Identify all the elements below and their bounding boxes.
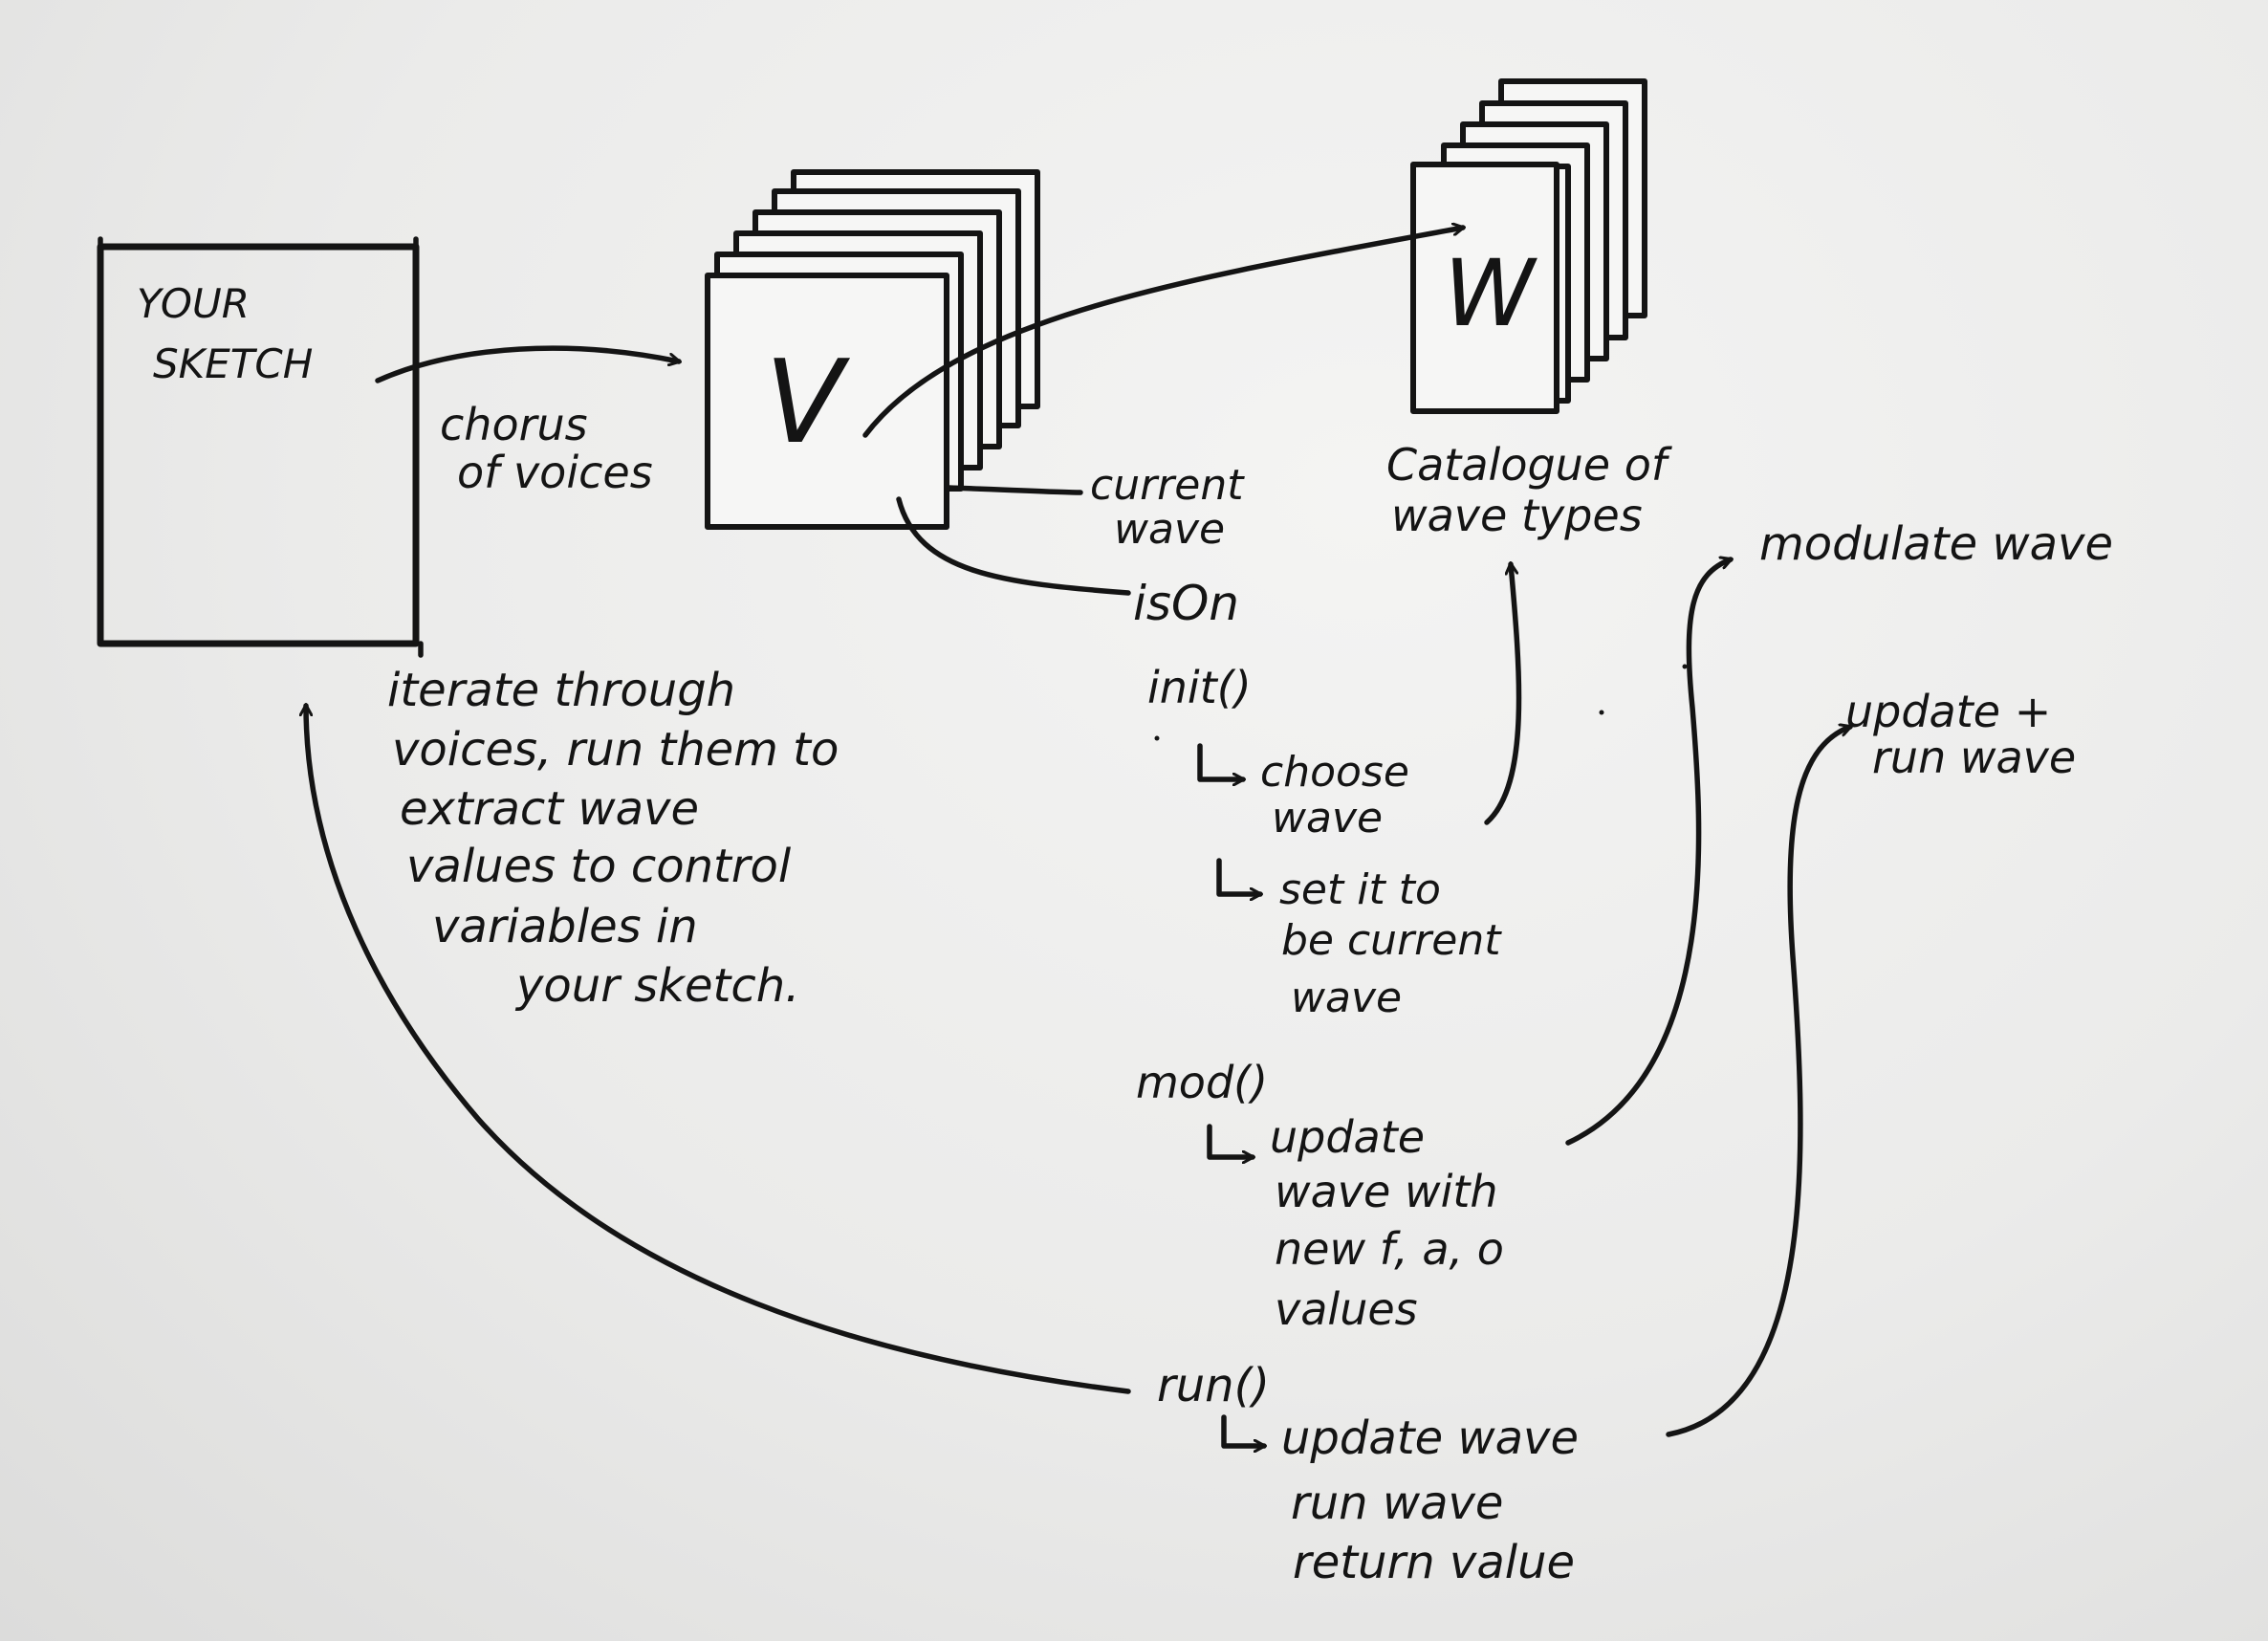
iterate-note: iterate through voices, run them to extr… <box>387 664 839 1013</box>
arrow-voice-to-wave <box>862 228 1463 438</box>
mod-step-line1: update <box>1270 1111 1425 1163</box>
modulate-wave-label: modulate wave <box>1759 517 2113 571</box>
ink-dot <box>1154 735 1160 741</box>
method-run: run() <box>1157 1359 1270 1412</box>
init-step2-line2: be current <box>1281 916 1502 965</box>
arrow-run-to-update-run <box>1666 727 1850 1437</box>
iterate-note-line: extract wave <box>400 782 699 836</box>
wave-letter: W <box>1444 240 1537 347</box>
your-sketch-box: YOUR SKETCH <box>97 236 424 658</box>
is-on-connector <box>896 496 1131 596</box>
iterate-note-line: voices, run them to <box>392 723 839 777</box>
sketch-box-label-line1: YOUR <box>137 280 250 327</box>
arrow-mod-to-modulate <box>1565 559 1731 1146</box>
mod-step-line3: new f, a, o <box>1275 1223 1504 1275</box>
mod-step-line2: wave with <box>1275 1166 1498 1217</box>
current-wave-label-line2: wave <box>1114 505 1225 554</box>
init-step2-line1: set it to <box>1279 865 1441 914</box>
update-run-label-line2: run wave <box>1872 732 2076 783</box>
waves-stack: W <box>1410 78 1647 414</box>
hook-mod-update <box>1207 1124 1253 1157</box>
run-step-line3: return value <box>1293 1536 1575 1589</box>
iterate-note-line: values to control <box>406 840 792 893</box>
iterate-note-line: iterate through <box>387 664 735 717</box>
hook-run-update <box>1221 1414 1264 1446</box>
init-step1-line1: choose <box>1260 748 1409 797</box>
wave-card-front <box>1410 162 1559 414</box>
init-step2-line3: wave <box>1291 974 1402 1022</box>
catalogue-label-line2: wave types <box>1391 490 1643 541</box>
method-mod: mod() <box>1136 1057 1268 1108</box>
iterate-note-line: your sketch. <box>514 959 799 1013</box>
current-wave-connector <box>946 485 1083 495</box>
voice-letter: V <box>765 337 851 470</box>
run-step-line1: update wave <box>1281 1411 1579 1465</box>
run-step-line2: run wave <box>1291 1477 1503 1530</box>
method-is-on: isOn <box>1133 576 1239 631</box>
voice-card-front <box>705 273 949 530</box>
init-step1-line2: wave <box>1272 794 1383 842</box>
hook-init-set <box>1216 858 1260 894</box>
update-run-label-line1: update + <box>1845 686 2051 737</box>
voices-label-line1: chorus <box>440 399 588 450</box>
arrow-run-to-sketch <box>306 706 1131 1394</box>
method-init: init() <box>1147 662 1252 713</box>
ink-dot <box>1599 710 1604 715</box>
catalogue-label-line1: Catalogue of <box>1386 439 1672 491</box>
ink-dot <box>1682 664 1688 669</box>
sketch-box-label-line2: SKETCH <box>153 340 313 387</box>
voices-label-line2: of voices <box>457 447 653 498</box>
mod-step-line4: values <box>1275 1283 1418 1335</box>
hook-init-choose <box>1197 743 1243 779</box>
voices-stack: V <box>705 169 1040 530</box>
arrow-choose-to-catalogue <box>1484 564 1522 825</box>
iterate-note-line: variables in <box>432 900 698 953</box>
arrow-sketch-to-voices <box>375 345 679 383</box>
current-wave-label-line1: current <box>1090 461 1245 510</box>
